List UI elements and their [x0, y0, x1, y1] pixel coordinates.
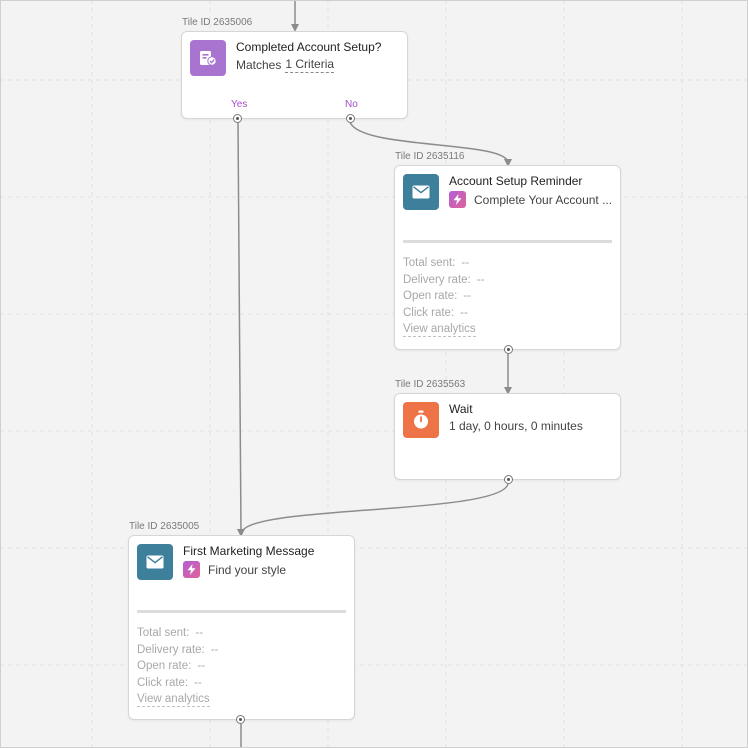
open-rate-stat: Open rate: --	[403, 290, 471, 302]
stat-label: Delivery rate:	[137, 644, 205, 656]
view-analytics-link[interactable]: View analytics	[403, 323, 476, 337]
stat-value: --	[195, 627, 204, 639]
message-summary: Complete Your Account ...	[449, 191, 612, 208]
lightning-icon	[449, 191, 466, 208]
yes-output-port[interactable]	[233, 114, 242, 123]
email-tile-first-marketing-message[interactable]: First Marketing Message Find your style …	[128, 535, 355, 720]
tile-id-label: Tile ID 2635116	[395, 151, 465, 162]
stat-label: Total sent:	[403, 257, 456, 269]
tile-title: First Marketing Message	[183, 544, 315, 558]
delivery-rate-stat: Delivery rate: --	[403, 274, 484, 286]
envelope-icon	[403, 174, 439, 210]
total-sent-stat: Total sent: --	[137, 627, 203, 639]
open-rate-stat: Open rate: --	[137, 660, 205, 672]
stat-value: --	[210, 644, 219, 656]
stat-value: --	[197, 660, 206, 672]
output-port[interactable]	[236, 715, 245, 724]
delivery-rate-stat: Delivery rate: --	[137, 644, 218, 656]
connector-no-to-reminder	[349, 121, 512, 167]
decision-tile[interactable]: Completed Account Setup? Matches 1 Crite…	[181, 31, 408, 119]
stat-label: Click rate:	[137, 677, 189, 689]
profile-check-icon	[190, 40, 226, 76]
stopwatch-icon	[403, 402, 439, 438]
tile-title: Completed Account Setup?	[236, 40, 382, 54]
envelope-icon	[137, 544, 173, 580]
divider	[137, 610, 346, 613]
lightning-icon	[183, 561, 200, 578]
output-port[interactable]	[504, 475, 513, 484]
tile-id-label: Tile ID 2635563	[395, 379, 466, 390]
divider	[403, 240, 612, 243]
stat-label: Total sent:	[137, 627, 190, 639]
stat-value: --	[476, 274, 485, 286]
click-rate-stat: Click rate: --	[403, 307, 468, 319]
stat-label: Delivery rate:	[403, 274, 471, 286]
stat-value: --	[460, 307, 468, 319]
connector-wait-to-first-message	[241, 483, 509, 533]
stat-value: --	[194, 677, 202, 689]
wait-duration: 1 day, 0 hours, 0 minutes	[449, 419, 583, 433]
message-name: Complete Your Account ...	[474, 192, 613, 207]
stat-label: Open rate:	[403, 290, 458, 302]
click-rate-stat: Click rate: --	[137, 677, 202, 689]
email-tile-account-setup-reminder[interactable]: Account Setup Reminder Complete Your Acc…	[394, 165, 621, 350]
tile-title: Account Setup Reminder	[449, 174, 583, 188]
yes-branch-label: Yes	[231, 99, 248, 110]
stat-label: Click rate:	[403, 307, 455, 319]
message-name: Find your style	[208, 562, 287, 577]
total-sent-stat: Total sent: --	[403, 257, 469, 269]
criteria-link[interactable]: 1 Criteria	[285, 57, 335, 73]
matches-prefix: Matches	[236, 58, 282, 72]
no-branch-label: No	[345, 99, 358, 110]
tile-id-label: Tile ID 2635006	[182, 17, 253, 28]
wait-tile[interactable]: Wait 1 day, 0 hours, 0 minutes	[394, 393, 621, 480]
stat-value: --	[461, 257, 470, 269]
criteria-summary: Matches 1 Criteria	[236, 57, 335, 73]
stat-label: Open rate:	[137, 660, 192, 672]
output-port[interactable]	[504, 345, 513, 354]
connector-yes-to-first-message	[236, 122, 245, 537]
tile-title: Wait	[449, 402, 473, 416]
no-output-port[interactable]	[346, 114, 355, 123]
view-analytics-link[interactable]: View analytics	[137, 693, 210, 707]
message-summary: Find your style	[183, 561, 286, 578]
stat-value: --	[463, 290, 472, 302]
tile-id-label: Tile ID 2635005	[129, 521, 200, 532]
